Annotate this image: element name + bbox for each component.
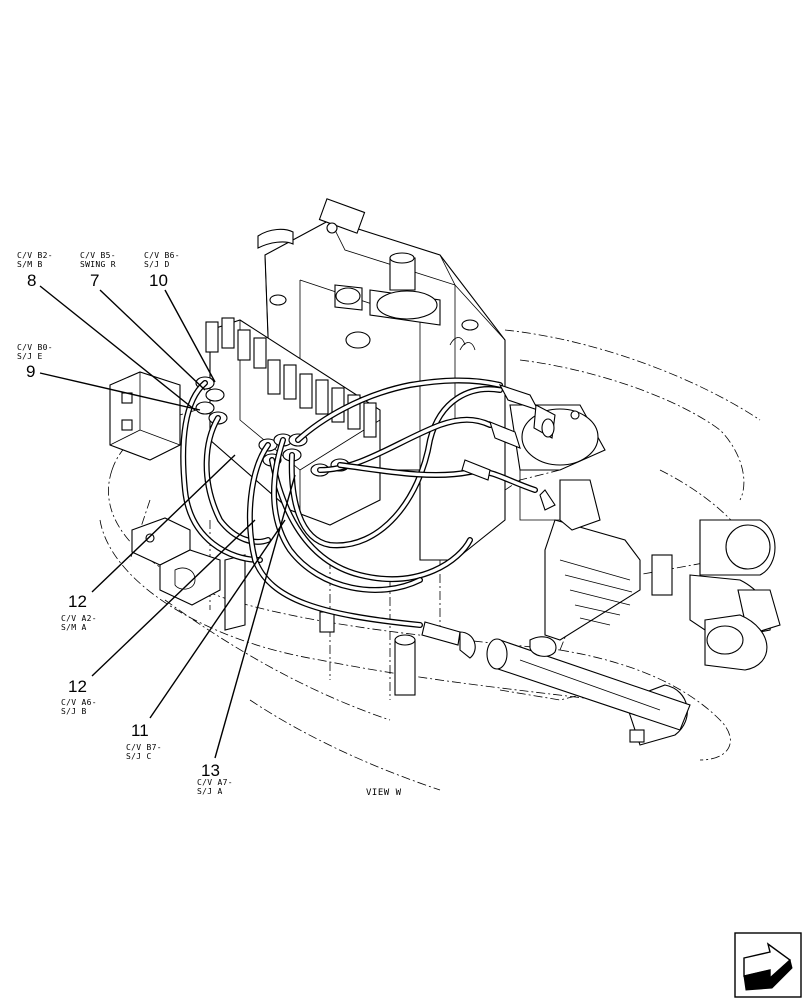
callout-8: C/V B2- S/M B 8	[17, 251, 53, 290]
leader-lines	[39, 285, 296, 759]
callout-11-ref1: C/V B7-	[126, 743, 162, 752]
left-bracket	[109, 371, 181, 461]
boom-cylinder	[486, 636, 691, 731]
callout-7-number: 7	[90, 271, 99, 290]
callout-10-ref2: S/J D	[144, 260, 170, 269]
callout-11-number: 11	[131, 721, 149, 740]
callout-8-ref2: S/M B	[17, 260, 43, 269]
callout-12-a: 12 C/V A2- S/M A	[61, 592, 97, 632]
callout-10: C/V B6- S/J D 10	[144, 251, 180, 290]
callout-13: 13 C/V A7- S/J A	[197, 761, 233, 796]
callout-12a-ref2: S/M A	[61, 623, 87, 632]
callout-9: C/V B0- S/J E 9	[17, 343, 53, 381]
callout-7-ref2: SWING R	[80, 260, 116, 269]
callout-13-ref1: C/V A7-	[197, 778, 233, 787]
view-caption: VIEW W	[366, 788, 402, 798]
callout-7-ref1: C/V B5-	[80, 251, 116, 260]
callout-9-number: 9	[26, 362, 35, 381]
callout-12b-number: 12	[68, 677, 87, 696]
valve-spools	[205, 317, 377, 438]
callout-10-number: 10	[149, 271, 168, 290]
callout-10-ref1: C/V B6-	[144, 251, 180, 260]
lower-mounts	[131, 517, 416, 696]
callout-8-ref1: C/V B2-	[17, 251, 53, 260]
hydraulic-hoses	[180, 377, 556, 659]
callout-12-b: 12 C/V A6- S/J B	[61, 677, 97, 716]
callout-7: C/V B5- SWING R 7	[80, 251, 116, 290]
callout-13-ref2: S/J A	[197, 787, 223, 796]
callout-12b-ref1: C/V A6-	[61, 698, 97, 707]
callout-8-number: 8	[27, 271, 36, 290]
callout-9-ref1: C/V B0-	[17, 343, 53, 352]
callout-12b-ref2: S/J B	[61, 707, 87, 716]
callout-11: 11 C/V B7- S/J C	[126, 721, 162, 761]
callout-9-ref2: S/J E	[17, 352, 43, 361]
callout-12a-number: 12	[68, 592, 87, 611]
callout-11-ref2: S/J C	[126, 752, 152, 761]
callout-12a-ref1: C/V A2-	[61, 614, 97, 623]
callout-13-number: 13	[201, 761, 220, 780]
next-page-arrow-icon[interactable]	[734, 932, 802, 998]
